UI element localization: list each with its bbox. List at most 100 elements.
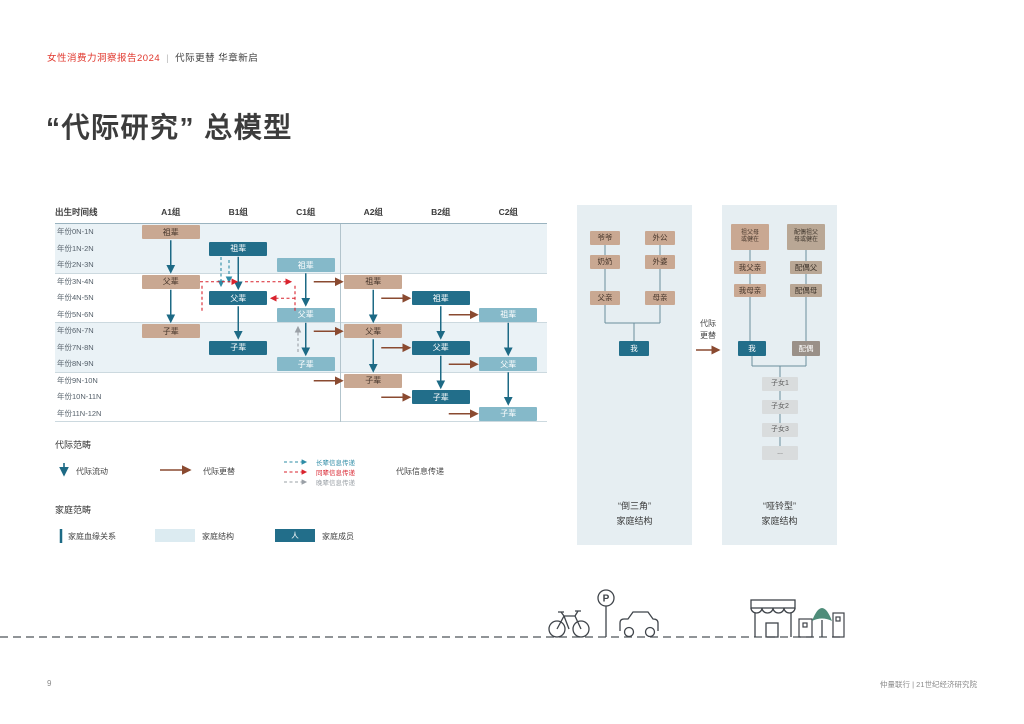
group-header: B2组: [431, 207, 451, 217]
panel-caption-line2: 家庭结构: [616, 516, 653, 527]
row-label: 年份11N-12N: [57, 408, 102, 418]
page-number: 9: [47, 679, 52, 688]
matrix-cell: 祖辈: [344, 274, 403, 289]
timeline-header: 出生时间线: [55, 207, 98, 217]
family-node-paternal-grandfather: 爷爷: [590, 231, 620, 245]
car-icon: [619, 611, 659, 638]
matrix-cell: 祖辈: [141, 225, 200, 240]
flow-label: 代际流动: [76, 467, 108, 476]
matrix-cell: 子辈: [411, 390, 470, 405]
blood-line-icon: [59, 529, 63, 543]
family-node-self: 我: [738, 341, 766, 356]
page-header: 女性消费力洞察报告2024 | 代际更替 华章新启: [47, 50, 258, 64]
group-header: A2组: [363, 207, 383, 217]
replacement-label: 代际更替: [203, 467, 235, 476]
family-node-mother-self: 我母亲: [734, 284, 766, 297]
info-legend-row: 长辈信息传递: [283, 457, 355, 467]
member-label: 家庭成员: [322, 532, 354, 541]
parking-sign-icon: [597, 589, 615, 637]
matrix-cell: 子辈: [276, 357, 335, 372]
family-node-mother-spouse: 配偶母: [790, 284, 822, 297]
family-connectors: [749, 250, 807, 446]
info-arrow-icon: [284, 468, 308, 475]
family-node-child: 子女1: [762, 377, 798, 391]
matrix-cell: 父辈: [344, 324, 403, 339]
family-node-father: 父亲: [590, 291, 620, 305]
family-node-grandparents-self: 祖父母 或健在: [731, 224, 769, 250]
family-node-mother: 母亲: [645, 291, 675, 305]
matrix-cell: 子辈: [479, 406, 538, 421]
blood-label: 家庭血缘关系: [68, 532, 116, 541]
footer-credit: 仲量联行 | 21世纪经济研究院: [880, 680, 977, 689]
family-node-paternal-grandmother: 奶奶: [590, 255, 620, 269]
row-label: 年份6N-7N: [57, 326, 94, 335]
matrix-cell: 父辈: [209, 291, 268, 306]
row-label: 年份7N-8N: [57, 342, 94, 352]
panel-caption-line2: 家庭结构: [761, 516, 798, 527]
info-legend-row: 晚辈信息传递: [283, 477, 355, 487]
info-label: 晚辈信息传递: [316, 479, 355, 487]
info-legend-row: 同辈信息传递: [283, 467, 355, 477]
row-label: 年份2N-3N: [57, 260, 94, 269]
report-title: 女性消费力洞察报告2024: [47, 53, 161, 64]
family-node-father-self: 我父亲: [734, 261, 766, 274]
family-node-father-spouse: 配偶父: [790, 261, 822, 274]
row-label: 年份8N-9N: [57, 359, 94, 368]
structure-label: 家庭结构: [202, 532, 234, 541]
row-label: 年份4N-5N: [57, 293, 94, 302]
street-illustration: P: [0, 589, 845, 638]
dumbbell-panel: “哑铃型” 家庭结构 祖父母 或健在配偶祖父 母或健在我父亲配偶父我母亲配偶母我…: [722, 205, 837, 545]
replacement-between-line2: 更替: [700, 330, 716, 340]
family-node-child: ...: [762, 446, 798, 460]
row-label: 年份10N-11N: [57, 392, 102, 401]
matrix-cell: 子辈: [209, 340, 268, 355]
building-icon: [798, 612, 845, 638]
info-label: 长辈信息传递: [316, 459, 355, 467]
matrix-cell: 祖辈: [276, 258, 335, 273]
family-node-maternal-grandfather: 外公: [645, 231, 675, 245]
matrix-band: [55, 373, 547, 422]
matrix-cell: 父辈: [411, 340, 470, 355]
page-title: “代际研究” 总模型: [46, 112, 293, 143]
matrix-cell: 父辈: [479, 357, 538, 372]
matrix-cell: 父辈: [276, 307, 335, 322]
matrix-cell: 父辈: [141, 274, 200, 289]
panel-caption: “倒三角” 家庭结构: [577, 499, 692, 530]
matrix-arrows: [166, 240, 513, 419]
info-legend: 长辈信息传递同辈信息传递晚辈信息传递: [283, 457, 355, 487]
row-label: 年份1N-2N: [57, 243, 94, 253]
family-node-child: 子女2: [762, 400, 798, 414]
matrix-divider: [339, 224, 341, 422]
matrix-header-line: [55, 223, 547, 224]
inverted-triangle-panel: “倒三角” 家庭结构 爷爷 外公奶奶 外婆父亲 母亲我: [577, 205, 692, 545]
info-arrow-icon: [284, 478, 308, 485]
family-node-spouse: 配偶: [792, 341, 820, 356]
generation-legend-title: 代际范畴: [55, 440, 92, 450]
bicycle-icon: [548, 610, 590, 638]
family-node-maternal-grandmother: 外婆: [645, 255, 675, 269]
info-arrow-icon: [284, 458, 308, 465]
shop-icon: [750, 599, 796, 638]
section-title: 代际更替 华章新启: [175, 53, 259, 64]
family-legend-title: 家庭范畴: [55, 505, 92, 515]
group-header: C2组: [498, 207, 518, 217]
tree-icon: [812, 608, 832, 637]
row-label: 年份5N-6N: [57, 309, 94, 319]
row-label: 年份9N-10N: [57, 375, 98, 385]
replacement-arrow-icon: [160, 465, 192, 475]
matrix-cell: 祖辈: [209, 241, 268, 256]
replacement-between-arrow-icon: [696, 345, 721, 355]
info-label: 同辈信息传递: [316, 469, 355, 477]
info-group-label: 代际信息传递: [396, 467, 444, 476]
header-separator: |: [166, 53, 170, 64]
family-node-grandparents-spouse: 配偶祖父 母或健在: [787, 224, 825, 250]
row-label: 年份0N-1N: [57, 227, 94, 236]
parking-sign-letter: P: [603, 594, 610, 605]
structure-swatch: [155, 529, 195, 542]
family-node-child: 子女3: [762, 423, 798, 437]
matrix-cell: 子辈: [141, 324, 200, 339]
flow-arrow-icon: [59, 463, 69, 477]
family-node-self: 我: [619, 341, 649, 356]
